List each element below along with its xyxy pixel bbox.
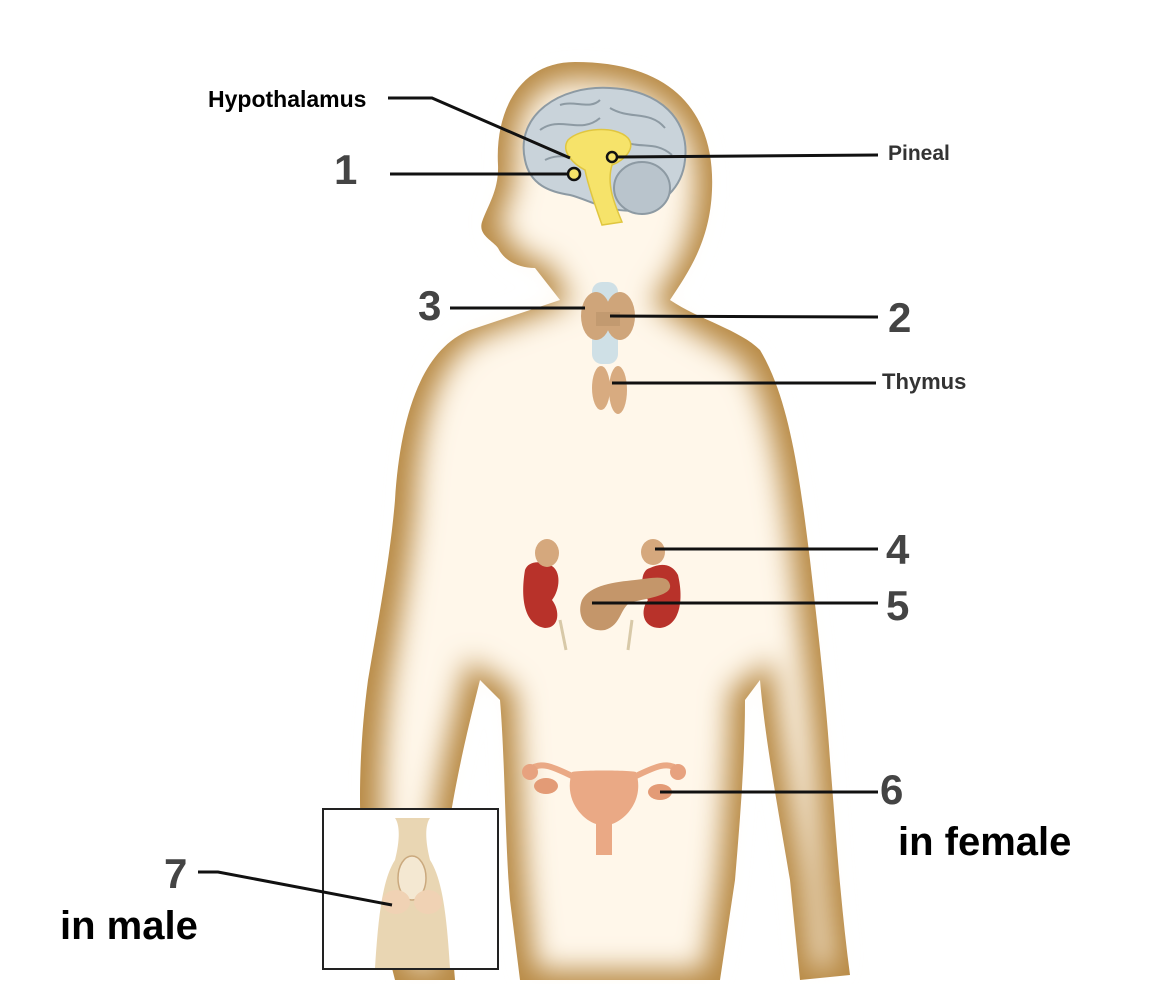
label-4: 4 [886,526,910,573]
label-in-male: in male [60,904,198,948]
label-5: 5 [886,582,910,629]
left-fimbria [522,764,538,780]
body-inner-glow [382,80,832,970]
thyroid-isthmus [596,312,620,326]
male-inset-penis [397,855,427,901]
female-reproductive [522,762,686,855]
leader-2 [609,314,879,319]
male-inset [322,808,499,970]
label-6: 6 [880,766,904,813]
left-ovary [534,778,558,794]
label-3: 3 [418,282,442,329]
right-adrenal [641,539,665,565]
thymus-right-lobe [609,366,627,414]
brain [522,86,687,226]
right-fimbria [670,764,686,780]
leader-lines [198,96,879,907]
label-thymus: Thymus [882,369,967,394]
thyroid-gland [581,282,635,364]
leader-hypothalamus [388,96,571,160]
leader-7 [198,870,393,907]
left-adrenal [535,539,559,567]
label-7: 7 [164,850,188,897]
body-silhouette [360,62,850,980]
pointer-dot-pineal [605,150,619,164]
thymus-left-lobe [592,366,610,410]
left-kidney [523,562,559,628]
left-testis [382,890,410,914]
uterus [569,770,639,855]
cerebellum [613,161,671,215]
label-in-female: in female [898,820,1072,864]
pointer-dot-1 [566,166,582,182]
right-testis [414,890,442,914]
leader-pineal [611,153,879,159]
label-pineal: Pineal [888,142,950,165]
label-2: 2 [888,294,912,341]
label-hypothalamus: Hypothalamus [208,86,367,112]
thymus-gland [592,366,627,414]
label-1: 1 [334,146,358,193]
ureters [558,619,634,651]
